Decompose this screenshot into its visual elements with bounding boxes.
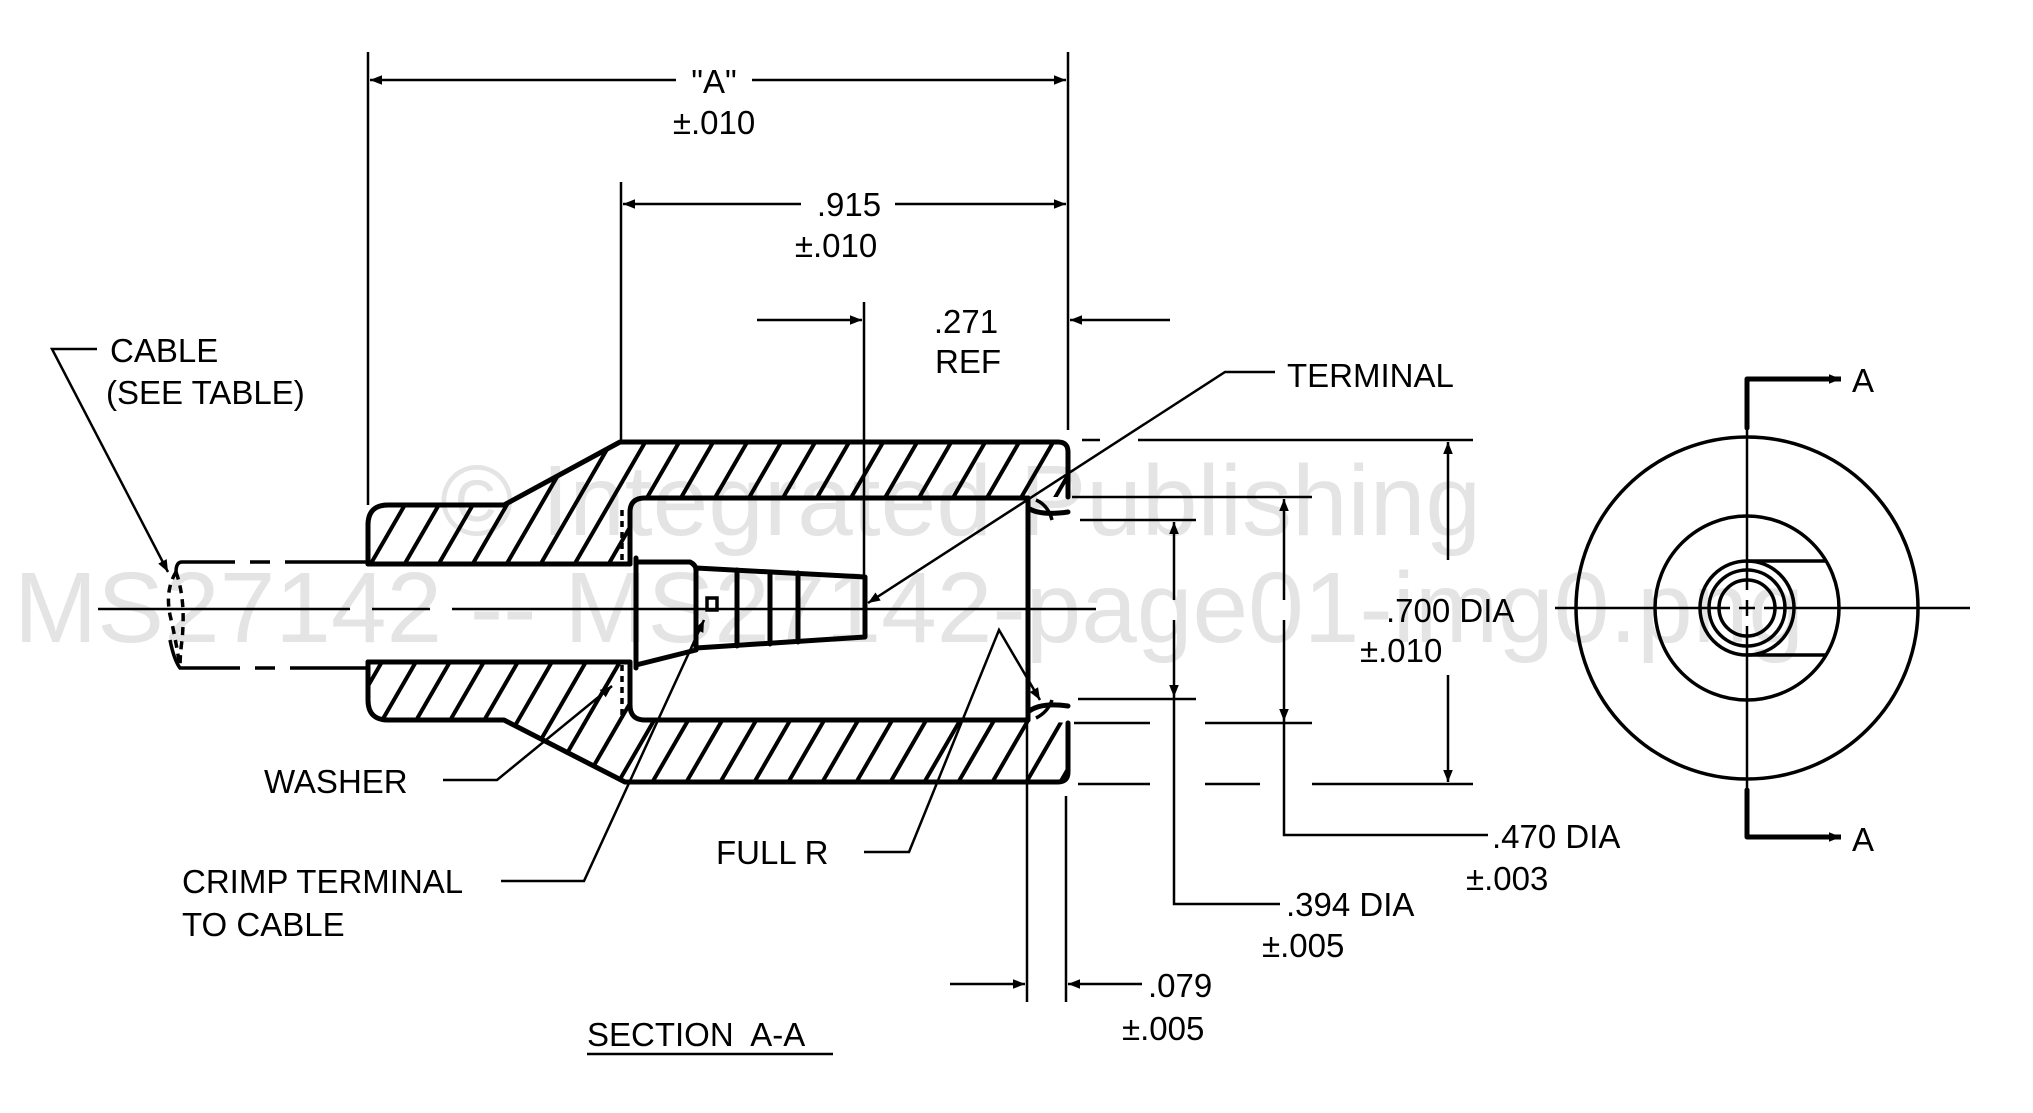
hatch-line [1014,662,1068,782]
dim-470-tolerance: ±.003 [1466,860,1548,897]
dim-a-tolerance: ±.010 [673,104,755,141]
dimension-271-ref: .271 REF [757,302,1170,620]
dim-079-tolerance: ±.005 [1122,1010,1204,1047]
callout-terminal: TERMINAL [867,357,1454,605]
bore-outline-lower [627,659,1031,723]
dimension-a: "A" ±.010 [366,52,1070,505]
hatch-line [810,662,1034,782]
section-title: SECTION A-A [587,1016,805,1053]
cable-label-line1: CABLE [110,332,218,369]
terminal-label: TERMINAL [1287,357,1454,394]
hatch-line [776,442,1000,564]
callout-washer: WASHER [264,685,613,800]
hatch-line [402,442,626,564]
dim-470-label: .470 DIA [1492,818,1620,855]
hatch-line [844,662,1068,782]
dimension-470-dia: .470 DIA ±.003 [1072,495,1620,897]
hatch-line [878,662,1068,782]
dim-394-tolerance: ±.005 [1262,927,1344,964]
dim-a-label: "A" [691,63,736,100]
crimp-label-line2: TO CABLE [182,906,345,943]
hatch-line [674,662,898,782]
hatch-line [810,442,1034,564]
callout-full-r: FULL R [716,627,1042,871]
section-marker-bottom: A [1852,821,1874,858]
end-view: A A [1555,362,1970,858]
hatch-line [742,662,966,782]
body-outline-upper [365,439,1071,567]
dimension-079: .079 ±.005 [950,724,1212,1047]
dimension-394-dia: .394 DIA ±.005 [1078,518,1414,964]
dim-271-ref: REF [935,343,1001,380]
cable-outline [174,560,368,573]
hatch-line [572,662,796,782]
dim-700-tolerance: ±.010 [1360,632,1442,669]
body-outline-lower [365,659,1071,785]
dim-271-label: .271 [934,303,998,340]
hatch-line [436,442,660,564]
hatch-line [538,442,762,564]
callout-crimp: CRIMP TERMINAL TO CABLE [182,619,706,943]
hatch-line [606,442,830,564]
hatch-line [980,662,1068,782]
washer-label: WASHER [264,763,408,800]
hatch-line [640,442,864,564]
hatch-line [844,442,1068,564]
hatch-line [946,662,1068,782]
hatch-line [708,662,932,782]
dim-915-label: .915 [817,186,881,223]
cable-label-line2: (SEE TABLE) [106,374,305,411]
callout-cable: CABLE (SEE TABLE) [49,332,305,573]
hatch-line [538,662,762,782]
hatch-line [470,442,694,564]
hatch-line [606,662,830,782]
dim-915-tolerance: ±.010 [795,227,877,264]
hatch-line [504,442,728,564]
dim-079-label: .079 [1148,967,1212,1004]
hatch-line [640,662,864,782]
hatch-line [912,662,1068,782]
hatch-line [368,442,592,564]
hatch-line [878,442,1068,564]
dim-700-label: .700 DIA [1386,592,1514,629]
hatch-line [708,442,932,564]
watermark-line1: © Integrated Publishing [440,445,1481,557]
hatch-line [674,442,898,564]
dimension-700-dia: .700 DIA ±.010 [1078,438,1514,786]
hatch-line [504,662,728,782]
full-r-label: FULL R [716,834,828,871]
dimension-915: .915 ±.010 [619,182,1066,442]
dim-394-label: .394 DIA [1286,886,1414,923]
crimp-label-line1: CRIMP TERMINAL [182,863,463,900]
hatch-line [572,442,796,564]
hatch-line [742,442,966,564]
hatch-line [776,662,1000,782]
section-marker-top: A [1852,362,1874,399]
